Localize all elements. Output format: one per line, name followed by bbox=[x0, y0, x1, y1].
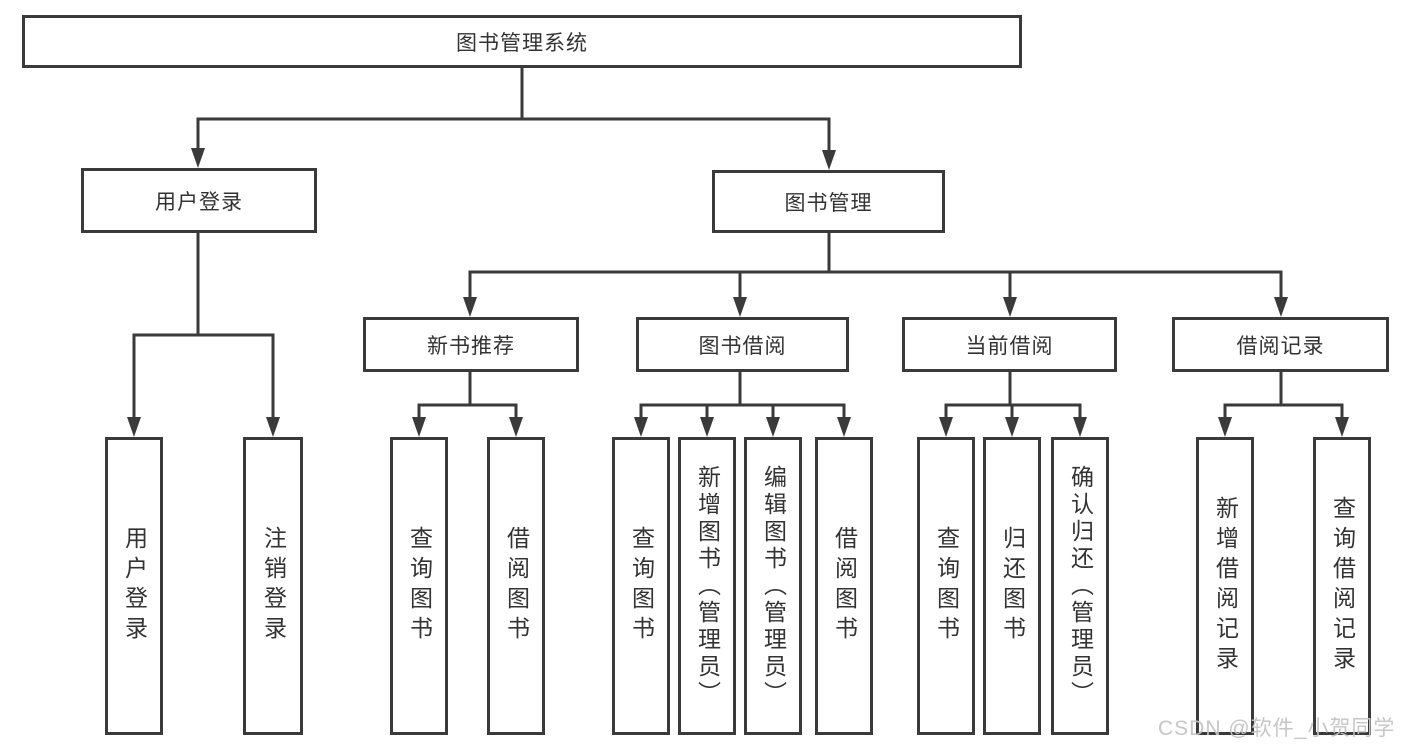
leaf-add-book-admin: 新增图书（管理员） bbox=[678, 437, 736, 735]
leaf-query-book-label: 查询图书 bbox=[406, 526, 433, 646]
leaf-confirm-return-admin: 确认归还（管理员） bbox=[1051, 437, 1109, 735]
node-book-management-label: 图书管理 bbox=[784, 191, 873, 215]
node-current-borrow: 当前借阅 bbox=[902, 317, 1117, 372]
leaf-add-book-admin-label: 新增图书（管理员） bbox=[694, 464, 721, 708]
leaf-borrow-book: 借阅图书 bbox=[487, 437, 545, 735]
leaf-return-book-label: 归还图书 bbox=[999, 526, 1026, 646]
leaf-logout-label: 注销登录 bbox=[260, 526, 287, 646]
node-user-login-label: 用户登录 bbox=[155, 190, 243, 214]
arrow-icon bbox=[1003, 297, 1017, 317]
arrow-icon bbox=[939, 417, 953, 437]
leaf-return-book: 归还图书 bbox=[983, 437, 1041, 735]
node-new-book-recommend-label: 新书推荐 bbox=[427, 334, 515, 358]
leaf-logout: 注销登录 bbox=[243, 437, 303, 735]
leaf-query-borrow-record: 查询借阅记录 bbox=[1313, 437, 1371, 735]
leaf-user-login: 用户登录 bbox=[105, 437, 163, 735]
node-borrow-records: 借阅记录 bbox=[1172, 317, 1389, 372]
leaf-borrow-book-2-label: 借阅图书 bbox=[831, 526, 858, 646]
arrow-icon bbox=[733, 297, 747, 317]
node-book-borrow: 图书借阅 bbox=[636, 317, 849, 372]
arrow-icon bbox=[191, 148, 205, 168]
arrow-icon bbox=[509, 417, 523, 437]
leaf-borrow-book-label: 借阅图书 bbox=[503, 526, 530, 646]
leaf-edit-book-admin: 编辑图书（管理员） bbox=[744, 437, 802, 735]
leaf-borrow-book-2: 借阅图书 bbox=[815, 437, 873, 735]
arrow-icon bbox=[1218, 417, 1232, 437]
leaf-query-book-3: 查询图书 bbox=[917, 437, 975, 735]
node-new-book-recommend: 新书推荐 bbox=[363, 317, 579, 372]
leaf-add-borrow-record: 新增借阅记录 bbox=[1196, 437, 1254, 735]
leaf-confirm-return-admin-label: 确认归还（管理员） bbox=[1067, 464, 1094, 708]
arrow-icon bbox=[1274, 297, 1288, 317]
arrow-icon bbox=[1005, 417, 1019, 437]
leaf-query-book-2: 查询图书 bbox=[612, 437, 670, 735]
leaf-query-book-3-label: 查询图书 bbox=[933, 526, 960, 646]
node-book-management: 图书管理 bbox=[712, 170, 945, 233]
arrow-icon bbox=[700, 417, 714, 437]
node-root-label: 图书管理系统 bbox=[456, 31, 588, 55]
arrow-icon bbox=[1335, 417, 1349, 437]
arrowheads bbox=[127, 148, 1349, 437]
leaf-edit-book-admin-label: 编辑图书（管理员） bbox=[760, 464, 787, 708]
leaf-query-borrow-record-label: 查询借阅记录 bbox=[1329, 496, 1356, 676]
arrow-icon bbox=[766, 417, 780, 437]
node-book-borrow-label: 图书借阅 bbox=[698, 334, 787, 358]
node-root: 图书管理系统 bbox=[22, 15, 1022, 68]
leaf-query-book-2-label: 查询图书 bbox=[628, 526, 655, 646]
arrow-icon bbox=[822, 150, 836, 170]
csdn-watermark: CSDN @软件_小贺同学 bbox=[1158, 717, 1396, 740]
leaf-query-book: 查询图书 bbox=[390, 437, 448, 735]
node-borrow-records-label: 借阅记录 bbox=[1236, 334, 1325, 358]
arrow-icon bbox=[634, 417, 648, 437]
arrow-icon bbox=[127, 417, 141, 437]
arrow-icon bbox=[463, 297, 477, 317]
leaf-user-login-label: 用户登录 bbox=[121, 526, 148, 646]
node-user-login: 用户登录 bbox=[81, 168, 317, 233]
arrow-icon bbox=[266, 417, 280, 437]
tree-edges bbox=[132, 66, 1344, 422]
arrow-icon bbox=[837, 417, 851, 437]
leaf-add-borrow-record-label: 新增借阅记录 bbox=[1212, 496, 1239, 676]
arrow-icon bbox=[412, 417, 426, 437]
arrow-icon bbox=[1073, 417, 1087, 437]
node-current-borrow-label: 当前借阅 bbox=[965, 334, 1054, 358]
